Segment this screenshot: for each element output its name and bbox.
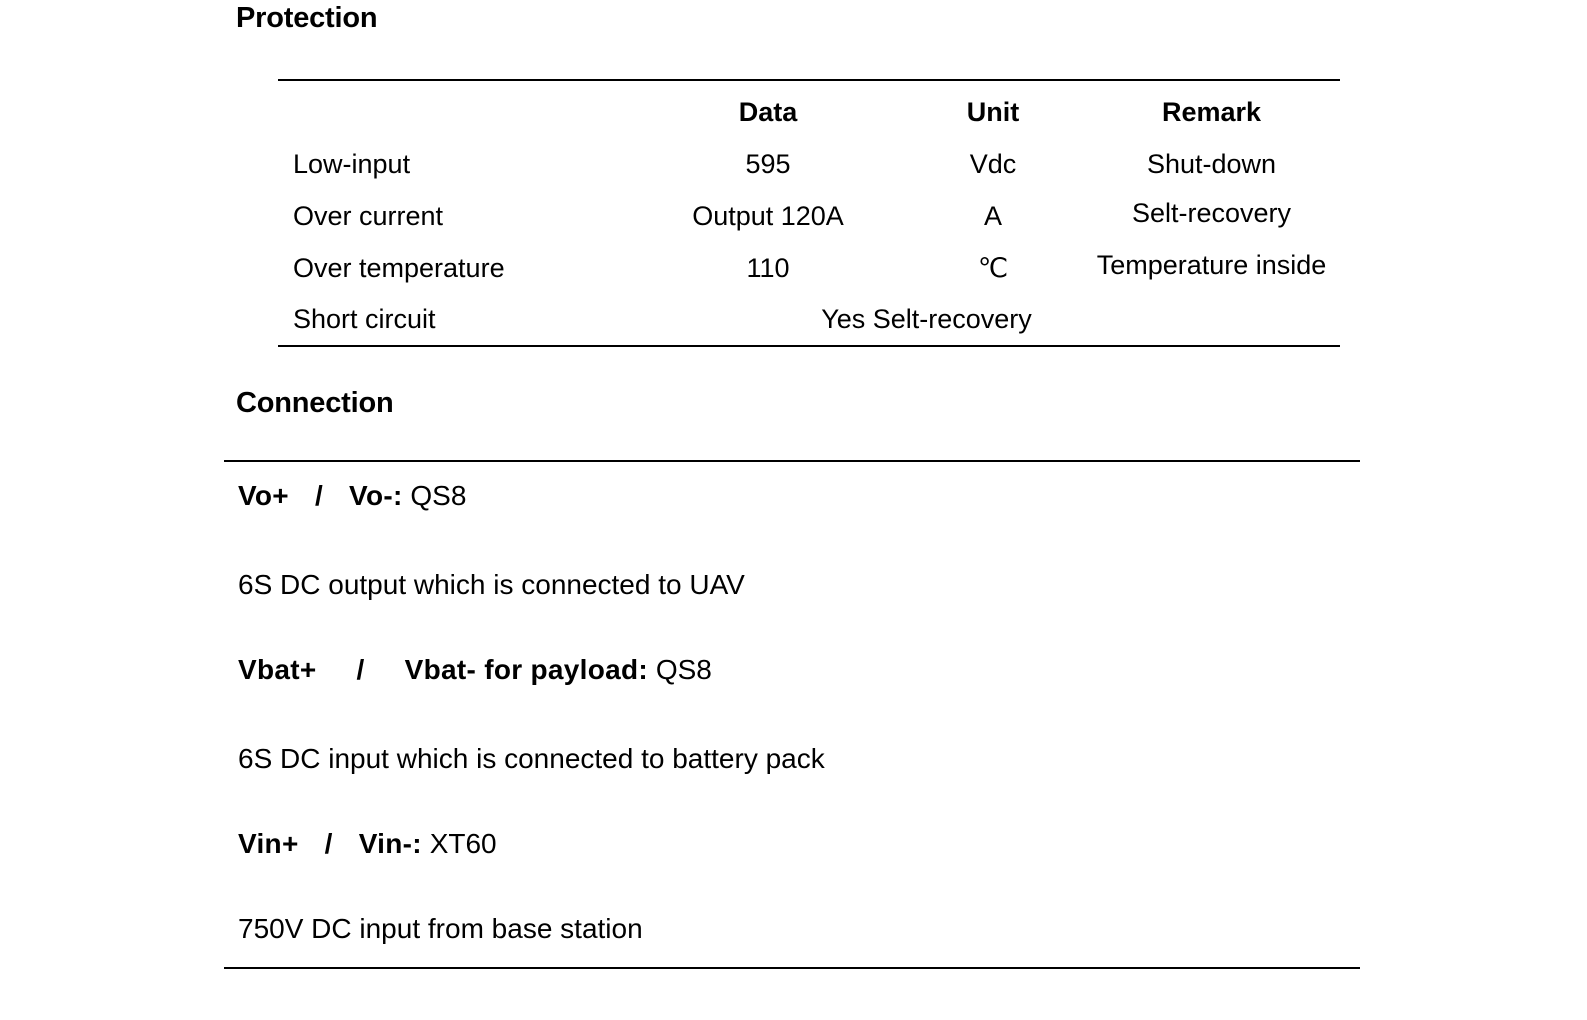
vbat-negative-label: Vbat- for payload: [404, 654, 649, 685]
vo-negative-label: Vo-: [349, 480, 403, 511]
vin-description: 750V DC input from base station [238, 913, 643, 944]
connection-list: Vo+ / Vo-: QS8 6S DC output which is conne… [224, 460, 1360, 969]
vbat-positive-label: Vbat+ [238, 654, 317, 685]
row-data: 110 [746, 252, 790, 283]
vin-separator: / [324, 828, 333, 859]
row-remark: Shut-down [1146, 148, 1277, 179]
row-unit: A [983, 200, 1002, 231]
vo-positive-label: Vo+ [238, 480, 289, 511]
header-remark: Remark [1161, 97, 1262, 127]
connection-entry-vin: Vin+ / Vin-: XT60 [224, 810, 1360, 897]
header-data: Data [738, 97, 798, 127]
vo-description: 6S DC output which is connected to UAV [238, 569, 745, 600]
row-remark: Selt-recovery [1131, 197, 1292, 228]
row-data: 595 [745, 148, 791, 179]
row-data: Output 120A [692, 200, 844, 231]
row-merged-value: Yes Selt-recovery [821, 304, 1032, 334]
table-row: Low-input 595 Vdc Shut-down [278, 138, 1340, 190]
vbat-connector-type: QS8 [655, 654, 712, 685]
table-row: Over current Output 120A A Selt-recovery [278, 190, 1340, 242]
connection-entry-vbat: Vbat+ / Vbat- for payload: QS8 [224, 636, 1360, 723]
header-unit: Unit [966, 97, 1020, 127]
vbat-description: 6S DC input which is connected to batter… [238, 743, 825, 774]
row-item: Short circuit [293, 304, 436, 334]
vin-negative-label: Vin-: [358, 828, 422, 859]
table-row-merged: Short circuit Yes Selt-recovery [278, 294, 1340, 346]
row-remark: Temperature inside [1096, 249, 1327, 280]
connection-section-heading: Connection [236, 387, 394, 419]
connection-entry-vo: Vo+ / Vo-: QS8 [224, 462, 1360, 549]
row-unit: Vdc [969, 148, 1017, 179]
header-item [278, 80, 633, 138]
vin-positive-label: Vin+ [238, 828, 299, 859]
connection-description-vo: 6S DC output which is connected to UAV [224, 549, 1360, 636]
vbat-separator: / [356, 654, 365, 685]
vo-separator: / [314, 480, 324, 511]
protection-table: Data Unit Remark Low-input 595 Vdc Shut-… [278, 79, 1340, 347]
table-header-row: Data Unit Remark [278, 80, 1340, 138]
protection-section-heading: Protection [236, 2, 378, 34]
table-row: Over temperature 110 ℃ Temperature insid… [278, 242, 1340, 294]
vo-connector-type: QS8 [410, 480, 467, 511]
row-item: Over current [293, 200, 444, 231]
connection-description-vin: 750V DC input from base station [224, 897, 1360, 967]
vin-connector-type: XT60 [429, 828, 497, 859]
row-item: Over temperature [293, 252, 505, 283]
row-item: Low-input [293, 148, 411, 179]
row-unit: ℃ [977, 252, 1009, 283]
connection-description-vbat: 6S DC input which is connected to batter… [224, 723, 1360, 810]
